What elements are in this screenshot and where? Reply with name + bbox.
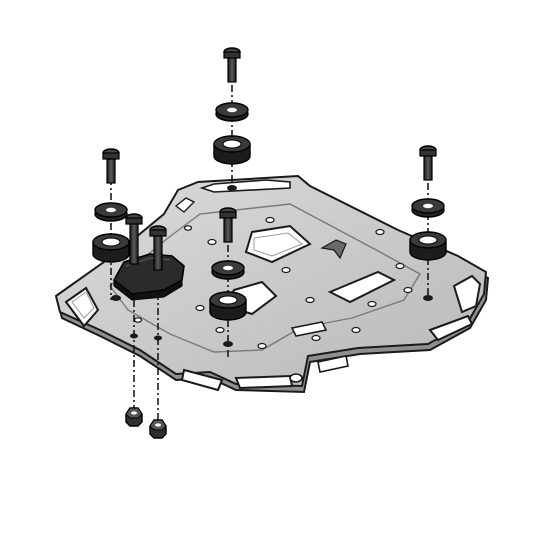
spacer-left (92, 233, 130, 263)
bolt-top-center (223, 47, 241, 83)
nut-a (125, 407, 143, 427)
bolt-center (219, 207, 237, 243)
bolt-bracket-a (125, 213, 143, 265)
washer-top-center (215, 102, 249, 122)
rubber-spacer (92, 135, 447, 321)
bolt-right (419, 145, 437, 181)
bolt-left (102, 148, 120, 184)
hex-nut (125, 407, 167, 439)
spacer-center (209, 291, 247, 321)
socket-head-bolt (102, 47, 437, 271)
bolt-bracket-b (149, 225, 167, 271)
spacer-right (409, 231, 447, 261)
washer-center (211, 260, 245, 280)
washer-right (411, 198, 445, 218)
nut-b (149, 419, 167, 439)
rubber-washer (94, 102, 445, 280)
spacer-top-center (213, 135, 251, 165)
washer-left (94, 202, 128, 222)
